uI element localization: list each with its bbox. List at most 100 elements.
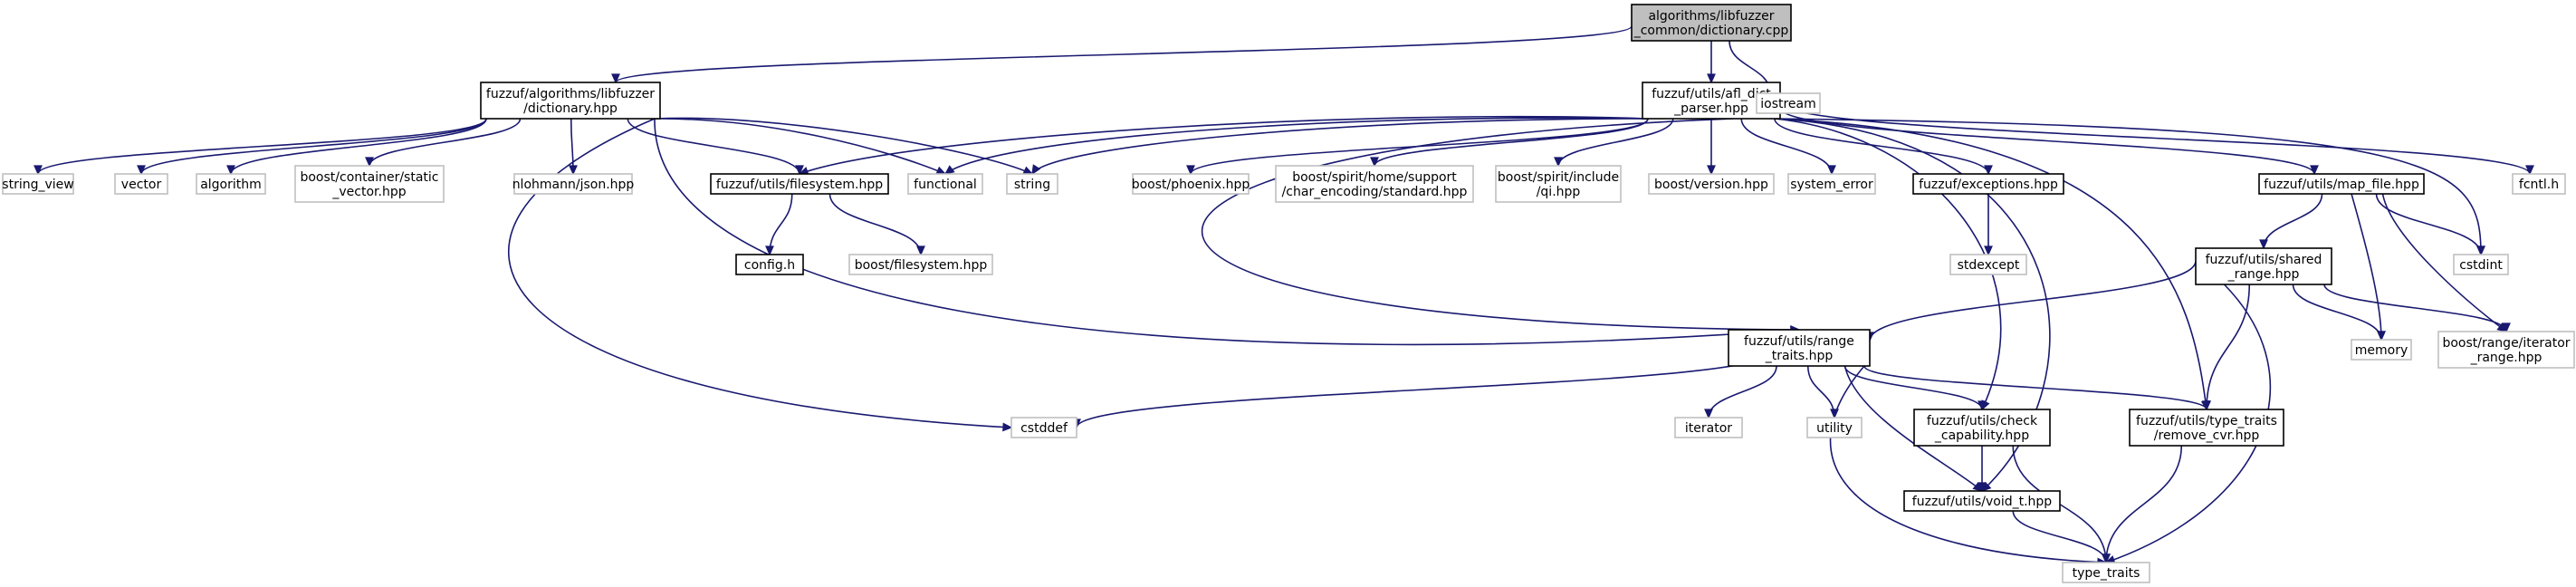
edge-dict_hpp-to-static_vector — [365, 118, 522, 168]
node-label: nlohmann/json.hpp — [512, 178, 635, 192]
edge-map_file-to-cstdint — [2375, 193, 2485, 256]
edge-afl_dict-to-range_traits — [1201, 118, 1801, 334]
node-box — [907, 173, 983, 195]
node-box — [2351, 339, 2412, 361]
node-type-traits: type_traits — [2062, 562, 2150, 583]
node-label: functional — [914, 178, 977, 192]
node-filesystem[interactable]: fuzzuf/utils/filesystem.hpp — [710, 173, 889, 195]
node-check-cap[interactable]: fuzzuf/utils/check_capability.hpp — [1913, 409, 2051, 447]
node-box — [1806, 417, 1863, 438]
edge-range_traits-to-cstddef — [1072, 351, 1773, 429]
node-label: _common/dictionary.cpp — [1633, 24, 1789, 38]
node-algorithm: algorithm — [196, 173, 266, 195]
node-box — [294, 165, 445, 203]
node-boost-fs: boost/filesystem.hpp — [848, 254, 993, 275]
node-box — [2437, 331, 2575, 369]
node-stdexcept: stdexcept — [1949, 254, 2027, 275]
node-label: iostream — [1760, 97, 1816, 111]
node-static-vector: boost/container/static_vector.hpp — [294, 165, 445, 203]
node-label: memory — [2355, 343, 2408, 358]
node-label: _vector.hpp — [331, 185, 406, 199]
node-label: type_traits — [2073, 566, 2140, 581]
node-box — [1631, 4, 1792, 42]
node-qi: boost/spirit/include/qi.hpp — [1495, 165, 1622, 203]
node-box — [1132, 173, 1250, 195]
node-box — [1275, 165, 1474, 203]
node-config[interactable]: config.h — [735, 254, 804, 275]
edges-layer — [34, 25, 2534, 567]
node-label: algorithm — [200, 178, 262, 192]
node-label: fuzzuf/utils/shared — [2206, 253, 2322, 267]
node-box — [1787, 173, 1876, 195]
node-label: fuzzuf/utils/void_t.hpp — [1912, 495, 2052, 509]
node-label: fuzzuf/algorithms/libfuzzer — [486, 87, 655, 101]
node-label: cstdint — [2459, 258, 2503, 273]
node-box — [1648, 173, 1775, 195]
node-void-t[interactable]: fuzzuf/utils/void_t.hpp — [1903, 490, 2061, 512]
node-remove-cvr[interactable]: fuzzuf/utils/type_traits/remove_cvr.hpp — [2129, 409, 2284, 447]
node-label: fcntl.h — [2519, 178, 2559, 192]
node-label: system_error — [1790, 178, 1873, 192]
node-box — [848, 254, 993, 275]
node-label: stdexcept — [1958, 258, 2020, 273]
edge-map_file-to-shared_range — [2259, 193, 2323, 250]
node-label: _range.hpp — [2227, 267, 2300, 282]
edge-filesystem-to-boost_fs — [828, 193, 925, 256]
node-box — [735, 254, 804, 275]
node-dict-hpp[interactable]: fuzzuf/algorithms/libfuzzer/dictionary.h… — [480, 82, 661, 120]
edge-shared_range-to-remove_cvr — [2202, 284, 2251, 411]
node-label: /qi.hpp — [1537, 185, 1581, 199]
node-label: _parser.hpp — [1673, 101, 1748, 116]
nodes-layer: algorithms/libfuzzer_common/dictionary.c… — [2, 4, 2575, 583]
edge-root-to-afl_dict — [1707, 40, 1716, 84]
node-box — [2453, 254, 2509, 275]
node-functional: functional — [907, 173, 983, 195]
node-system-error: system_error — [1787, 173, 1876, 195]
node-box — [1903, 490, 2061, 512]
edge-dict_hpp-to-vector — [137, 118, 487, 176]
node-label: string — [1014, 178, 1050, 192]
node-box — [196, 173, 266, 195]
node-memory: memory — [2351, 339, 2412, 361]
node-vector: vector — [114, 173, 168, 195]
node-label: _range.hpp — [2470, 351, 2542, 365]
node-label: boost/spirit/include — [1498, 170, 1619, 185]
edge-range_traits-to-remove_cvr — [1863, 365, 2211, 411]
node-label: vector — [121, 178, 162, 192]
node-iostream: iostream — [1756, 92, 1821, 114]
node-box — [1913, 409, 2051, 447]
edge-exceptions-to-stdexcept — [1984, 194, 1993, 256]
edge-filesystem-to-config — [765, 193, 793, 256]
node-map-file[interactable]: fuzzuf/utils/map_file.hpp — [2258, 173, 2425, 195]
node-range-traits[interactable]: fuzzuf/utils/range_traits.hpp — [1728, 329, 1871, 367]
node-box — [1949, 254, 2027, 275]
edge-afl_dict-to-filesystem — [798, 115, 1649, 176]
node-string: string — [1006, 173, 1058, 195]
node-iter-range: boost/range/iterator_range.hpp — [2437, 331, 2575, 369]
node-exceptions[interactable]: fuzzuf/exceptions.hpp — [1912, 173, 2064, 195]
edge-afl_dict-to-functional — [943, 117, 1649, 175]
edge-dict_hpp-to-string_view — [34, 118, 487, 176]
node-box — [1674, 417, 1743, 438]
node-box — [2195, 247, 2332, 285]
edge-afl_dict-to-system_error — [1740, 118, 1836, 176]
node-char-enc: boost/spirit/home/support/char_encoding/… — [1275, 165, 1474, 203]
node-box — [1495, 165, 1622, 203]
node-shared-range[interactable]: fuzzuf/utils/shared_range.hpp — [2195, 247, 2332, 285]
edge-dict_hpp-to-json — [569, 118, 578, 176]
edge-dict_hpp-to-cstddef — [507, 118, 1013, 432]
edge-range_traits-to-utility — [1806, 365, 1839, 419]
node-label: iterator — [1685, 421, 1732, 436]
node-box — [1006, 173, 1058, 195]
node-label: fuzzuf/utils/type_traits — [2136, 414, 2277, 428]
edge-dict_hpp-to-range_traits — [654, 118, 1801, 346]
node-label: fuzzuf/utils/afl_dict — [1652, 87, 1771, 101]
node-label: _traits.hpp — [1765, 349, 1834, 363]
node-utility: utility — [1806, 417, 1863, 438]
node-cstdint: cstdint — [2453, 254, 2509, 275]
edge-root-to-dict_hpp — [611, 25, 1633, 84]
edge-afl_dict-to-exceptions — [1774, 118, 1993, 176]
node-box — [480, 82, 661, 120]
node-box — [513, 173, 633, 195]
node-label: fuzzuf/utils/range — [1744, 334, 1854, 349]
